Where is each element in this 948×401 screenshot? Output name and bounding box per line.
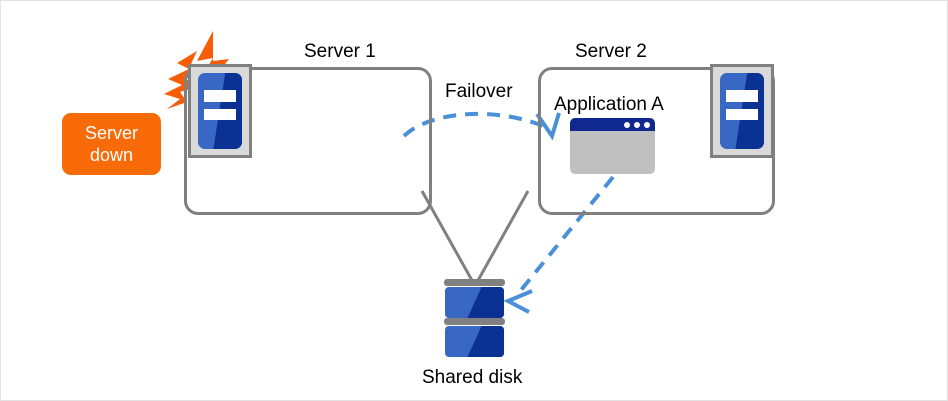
disk-platter — [445, 326, 504, 357]
server-down-badge-line2: down — [89, 145, 134, 165]
server1-hardware-icon — [188, 64, 252, 158]
application-window-titlebar — [570, 118, 655, 131]
disk-access-arrow-icon — [503, 175, 615, 314]
failover-label: Failover — [445, 81, 513, 102]
server2-hardware-icon — [710, 64, 774, 158]
connector-server2-to-disk — [474, 190, 530, 285]
server1-label: Server 1 — [304, 41, 376, 62]
window-dot-icon — [634, 122, 640, 128]
server-down-badge-line1: Server — [84, 123, 138, 143]
window-dot-icon — [624, 122, 630, 128]
failover-arrow-icon — [402, 111, 561, 141]
window-dot-icon — [644, 122, 650, 128]
disk-cap — [444, 279, 505, 286]
server-down-badge: Server down — [62, 113, 161, 175]
application-window-icon — [570, 118, 655, 174]
application-a-label: Application A — [554, 94, 664, 115]
shared-disk-icon — [444, 279, 505, 359]
disk-cap — [444, 318, 505, 325]
server2-label: Server 2 — [575, 41, 647, 62]
disk-platter — [445, 287, 504, 318]
shared-disk-label: Shared disk — [422, 367, 523, 388]
server1-box[interactable] — [184, 67, 432, 215]
